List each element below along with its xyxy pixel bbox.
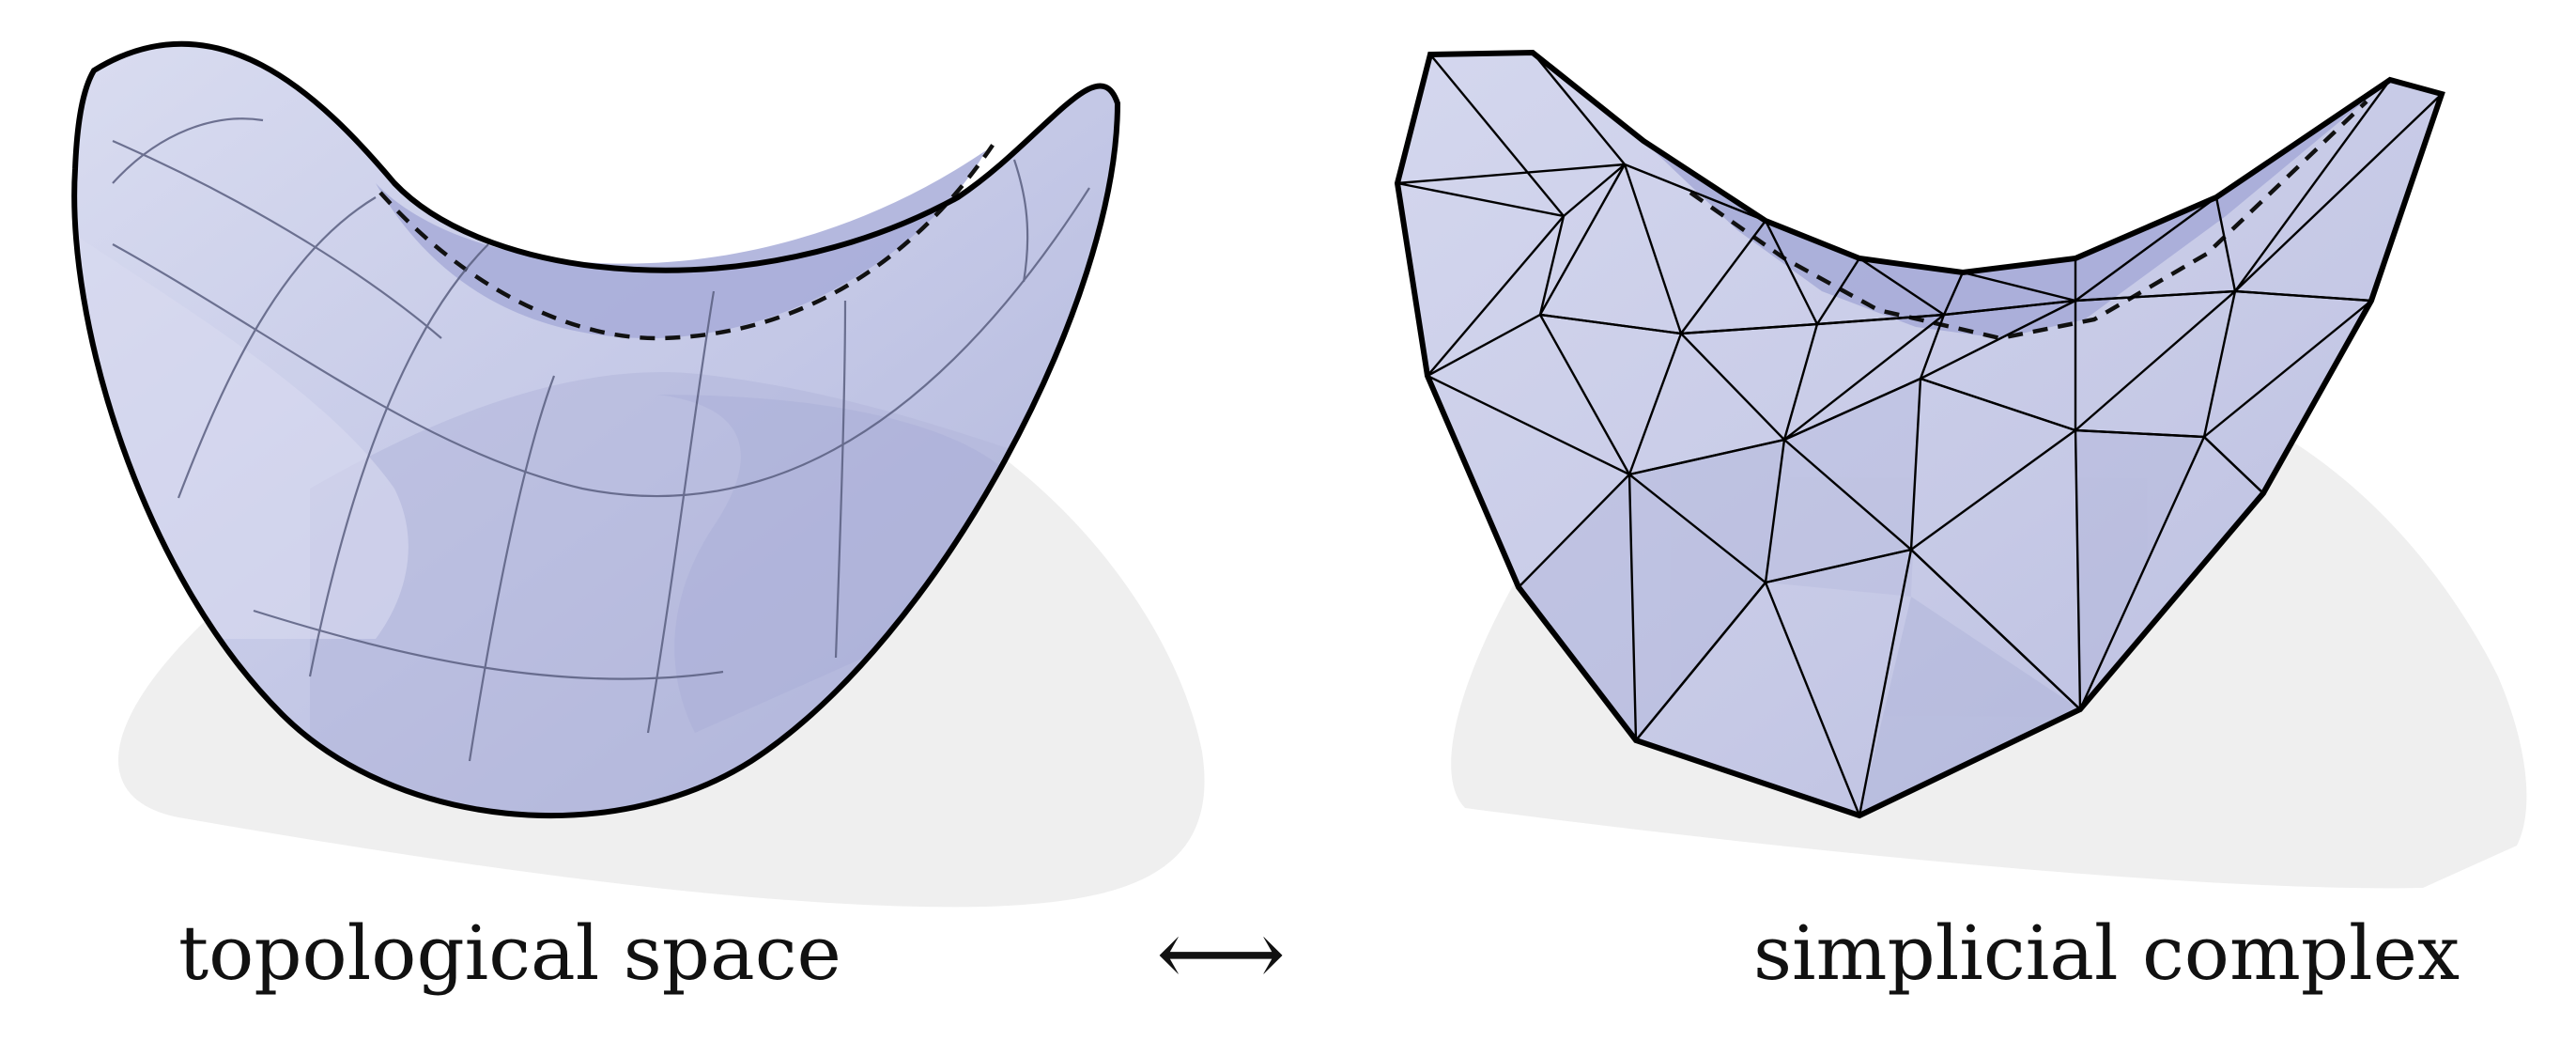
topological-space-figure [71,40,1205,908]
mesh-edges [1396,52,2443,817]
surface-grid [112,117,1090,762]
dashed-back-edge [378,139,997,341]
mesh-inner-rim [1643,80,2390,338]
label-simplicial-complex: simplicial complex [1753,909,2460,997]
inner-rim-region [376,150,986,339]
mesh-shading [1519,379,2204,816]
surface-outline [71,40,1121,818]
bidirectional-arrow-icon: ⟷ [1156,901,1286,1006]
simplicial-complex-figure [1394,49,2527,889]
mesh-outline [1394,49,2445,819]
label-topological-space: topological space [178,909,841,997]
